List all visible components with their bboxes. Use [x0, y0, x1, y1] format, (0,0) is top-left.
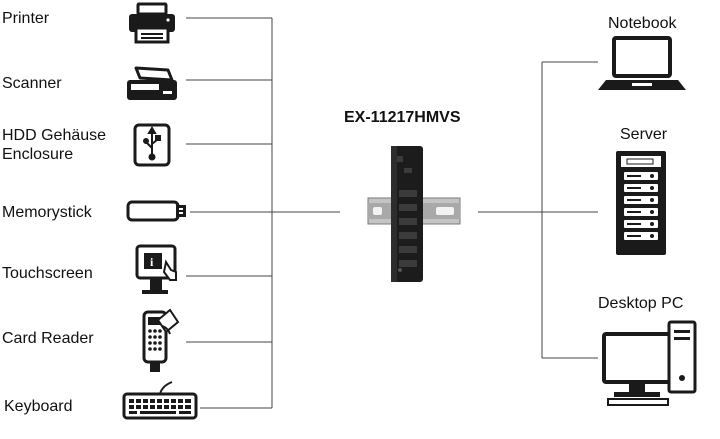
keyboard-icon — [122, 381, 198, 420]
server-icon — [616, 151, 666, 255]
label-touchscreen: Touchscreen — [2, 265, 93, 282]
label-hdd-line2: Enclosure — [2, 146, 74, 163]
card-reader-icon — [142, 308, 180, 372]
hdd-enclosure-icon — [133, 123, 171, 167]
label-memorystick: Memorystick — [2, 204, 92, 221]
label-server: Server — [620, 126, 668, 143]
label-desktop-pc: Desktop PC — [598, 295, 684, 312]
printer-icon — [129, 2, 175, 44]
label-scanner: Scanner — [2, 75, 62, 92]
svg-text:i: i — [150, 255, 154, 269]
notebook-icon — [598, 36, 686, 90]
desktop-pc-icon — [602, 320, 697, 406]
label-notebook: Notebook — [608, 15, 677, 32]
touchscreen-kiosk-icon: i — [135, 244, 177, 294]
usb-stick-icon — [126, 200, 186, 222]
label-card-reader: Card Reader — [2, 330, 94, 347]
label-keyboard: Keyboard — [4, 398, 73, 415]
scanner-icon — [127, 66, 177, 100]
label-hdd-line1: HDD Gehäuse — [2, 127, 107, 144]
din-rail-hub-icon — [367, 146, 461, 282]
label-printer: Printer — [2, 10, 50, 27]
connection-lines — [186, 17, 598, 409]
hub-model-title: EX-11217HMVS — [344, 109, 461, 126]
